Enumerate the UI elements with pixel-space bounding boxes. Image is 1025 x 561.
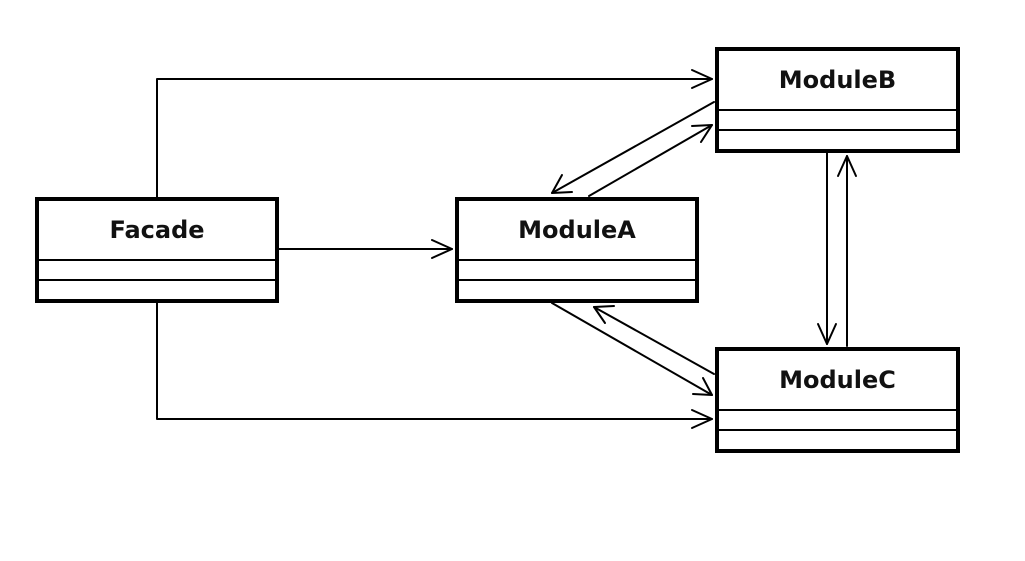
class-modulec-operations	[719, 431, 956, 449]
class-modulec-name: ModuleC	[719, 351, 956, 411]
arrowhead-moduleb-to-modulea	[551, 174, 573, 194]
arrow-moduleb-to-modulea	[551, 101, 715, 194]
class-facade-attributes	[39, 261, 275, 281]
arrow-modulec-to-modulea	[593, 306, 715, 375]
arrow-facade-to-modulec	[156, 302, 713, 420]
arrow-modulea-to-modulec	[551, 302, 713, 396]
arrowhead-facade-to-modulec	[691, 409, 713, 429]
class-modulea: ModuleA	[455, 197, 699, 303]
class-facade: Facade	[35, 197, 279, 303]
class-moduleb-attributes	[719, 111, 956, 131]
arrowhead-modulec-to-modulea	[593, 305, 615, 324]
class-moduleb-operations	[719, 131, 956, 149]
class-modulea-operations	[459, 281, 695, 299]
class-moduleb-name: ModuleB	[719, 51, 956, 111]
arrowhead-modulea-to-moduleb	[691, 124, 713, 143]
arrowhead-facade-to-moduleb	[691, 69, 713, 89]
arrowhead-modulea-to-modulec	[692, 377, 713, 396]
class-modulec-attributes	[719, 411, 956, 431]
arrowhead-moduleb-to-modulec	[817, 323, 837, 345]
class-moduleb: ModuleB	[715, 47, 960, 153]
class-modulea-name: ModuleA	[459, 201, 695, 261]
class-modulec: ModuleC	[715, 347, 960, 453]
class-facade-operations	[39, 281, 275, 299]
arrow-facade-to-moduleb	[156, 78, 713, 198]
arrowhead-modulec-to-moduleb	[837, 155, 857, 177]
arrow-modulea-to-moduleb	[588, 124, 713, 197]
class-modulea-attributes	[459, 261, 695, 281]
arrowhead-facade-to-modulea	[431, 239, 453, 259]
class-facade-name: Facade	[39, 201, 275, 261]
